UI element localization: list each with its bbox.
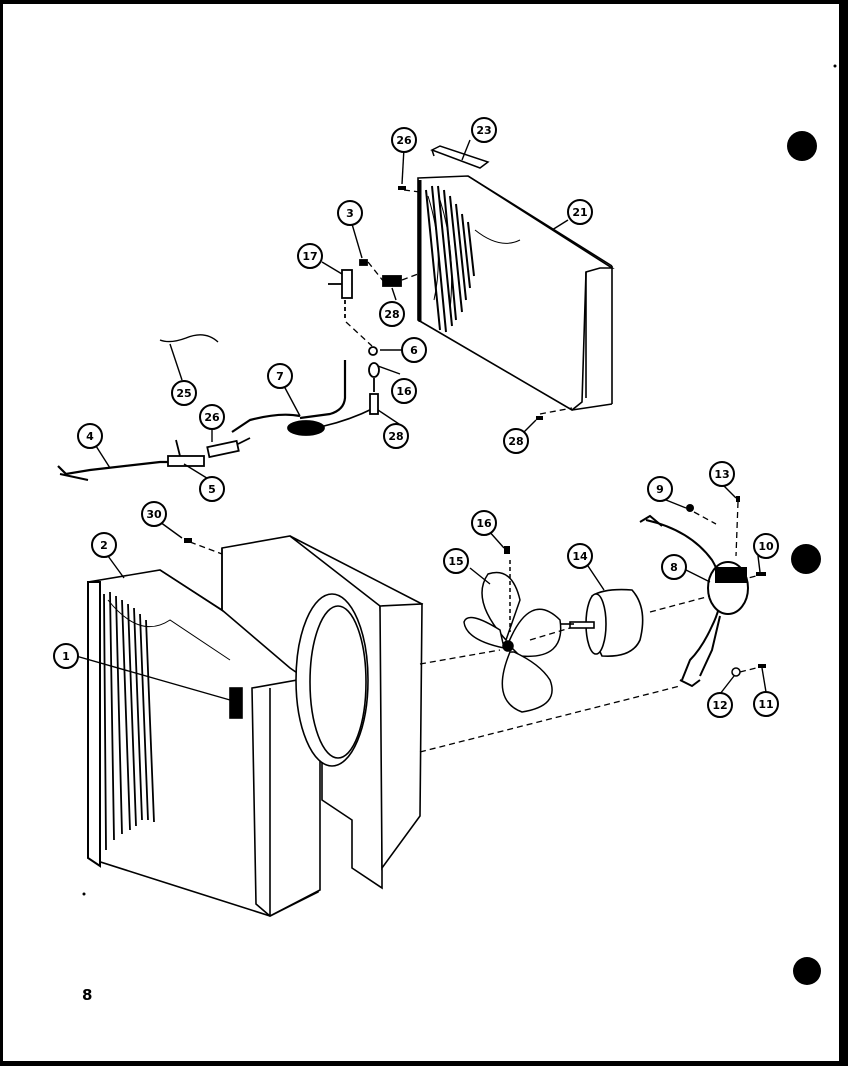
callout-1: 1: [53, 643, 79, 669]
svg-text:2: 2: [100, 539, 108, 552]
hardware-9: [686, 504, 694, 512]
callout-16-fan: 16: [471, 510, 497, 536]
callout-5: 5: [199, 476, 225, 502]
hardware-11: [758, 664, 766, 668]
svg-text:10: 10: [758, 540, 774, 553]
svg-text:6: 6: [410, 344, 418, 357]
callout-30: 30: [141, 501, 167, 527]
callout-28-nut: 28: [379, 301, 405, 327]
callout-7: 7: [267, 363, 293, 389]
callout-8: 8: [661, 554, 687, 580]
right-border: [839, 0, 848, 1066]
svg-text:26: 26: [396, 134, 412, 147]
callout-10: 10: [753, 533, 779, 559]
callout-23: 23: [471, 117, 497, 143]
svg-text:17: 17: [302, 250, 317, 263]
svg-text:28: 28: [388, 430, 403, 443]
callout-6: 6: [401, 337, 427, 363]
hardware-13: [736, 496, 740, 502]
svg-text:12: 12: [712, 699, 727, 712]
screw-26-top: [398, 186, 406, 190]
callout-3: 3: [337, 200, 363, 226]
page-number: 8: [82, 986, 93, 1004]
callout-4: 4: [77, 423, 103, 449]
svg-text:15: 15: [448, 555, 463, 568]
motor-mount: [639, 514, 749, 688]
callout-14: 14: [567, 543, 593, 569]
binder-hole-bottom: [793, 957, 821, 985]
svg-text:16: 16: [396, 385, 412, 398]
top-border: [0, 0, 848, 4]
svg-text:13: 13: [714, 468, 729, 481]
svg-text:7: 7: [276, 370, 284, 383]
screw-26-bottom: [536, 416, 543, 420]
evaporator-coil: [87, 569, 321, 917]
svg-text:3: 3: [346, 207, 354, 220]
condenser-coil: [417, 175, 615, 411]
svg-text:21: 21: [572, 206, 587, 219]
callout-28-fitting: 28: [383, 423, 409, 449]
callout-26-line: 26: [199, 404, 225, 430]
assembly-lines: [189, 189, 757, 753]
set-screw-16: [504, 546, 510, 554]
callout-11: 11: [753, 691, 779, 717]
callout-9: 9: [647, 476, 673, 502]
print-dot: [82, 892, 86, 896]
svg-text:9: 9: [656, 483, 664, 496]
svg-text:5: 5: [208, 483, 216, 496]
callout-17: 17: [297, 243, 323, 269]
bottom-border: [0, 1061, 848, 1066]
svg-text:28: 28: [384, 308, 399, 321]
callout-28-coil: 28: [503, 428, 529, 454]
callout-26-top: 26: [391, 127, 417, 153]
callout-12: 12: [707, 692, 733, 718]
callout-13: 13: [709, 461, 735, 487]
callout-21: 21: [567, 199, 593, 225]
callout-25: 25: [171, 380, 197, 406]
svg-text:8: 8: [670, 561, 678, 574]
fan-blade: [463, 560, 562, 713]
callout-2: 2: [91, 532, 117, 558]
callout-leaders: [75, 139, 767, 701]
svg-text:30: 30: [146, 508, 162, 521]
fan-shroud: [221, 535, 424, 890]
callout-16-line: 16: [391, 378, 417, 404]
screw-30: [184, 538, 192, 543]
callout-15: 15: [443, 548, 469, 574]
binder-hole-top: [787, 131, 817, 161]
fan-motor: [560, 588, 644, 657]
svg-text:14: 14: [572, 550, 588, 563]
svg-text:4: 4: [86, 430, 94, 443]
binder-hole-middle: [791, 544, 821, 574]
svg-text:11: 11: [758, 698, 773, 711]
hardware-12: [731, 667, 741, 677]
svg-text:16: 16: [476, 517, 492, 530]
svg-text:28: 28: [508, 435, 523, 448]
svg-text:26: 26: [204, 411, 220, 424]
coil-bracket-23: [430, 145, 490, 169]
svg-text:25: 25: [176, 387, 191, 400]
svg-text:23: 23: [476, 124, 491, 137]
svg-text:1: 1: [62, 650, 70, 663]
print-dot: [833, 64, 837, 68]
hardware-10: [756, 572, 766, 576]
left-border: [0, 0, 3, 1066]
refrigerant-lines: [57, 259, 402, 481]
